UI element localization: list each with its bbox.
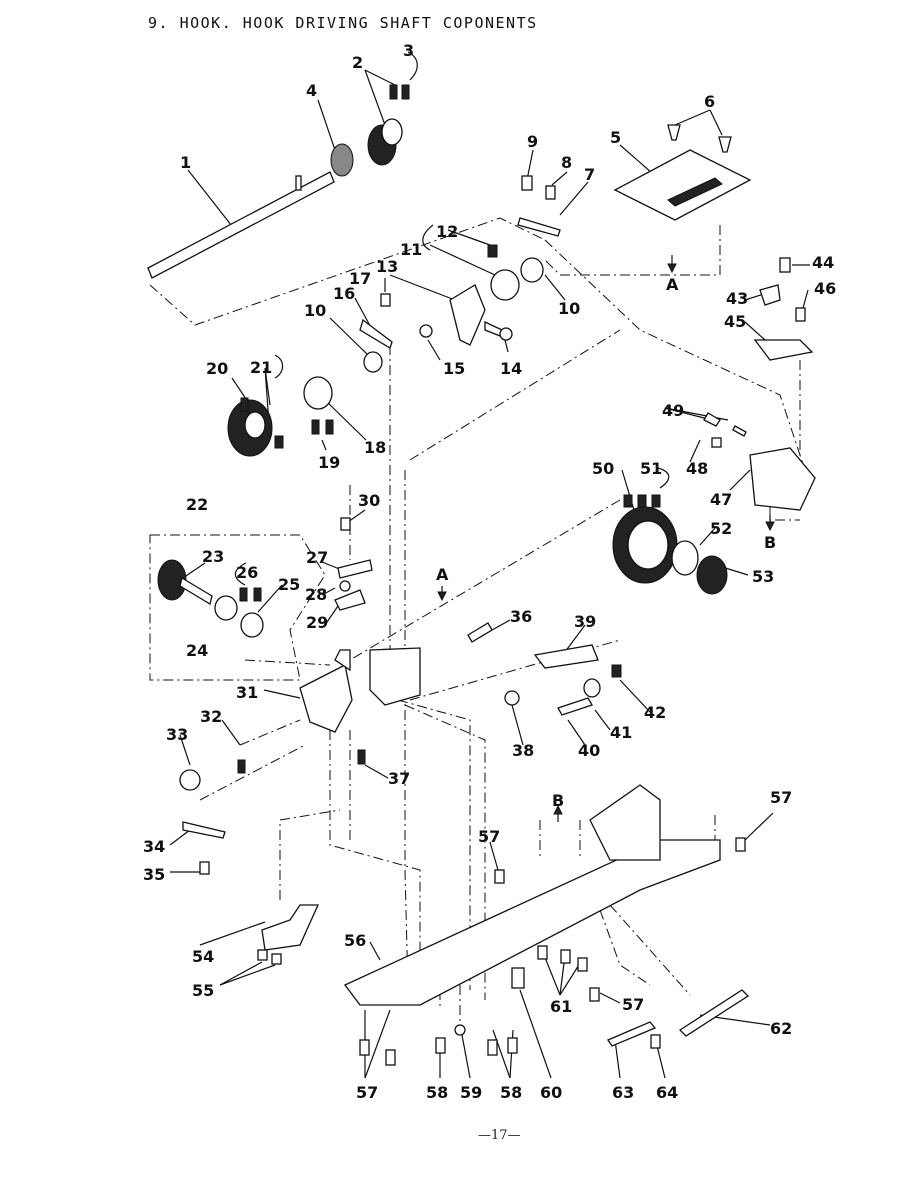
callout: 30	[358, 491, 380, 510]
callout: 57	[770, 788, 792, 807]
callout: 53	[752, 567, 774, 586]
callout: 51	[640, 459, 662, 478]
callout: 58	[426, 1083, 448, 1102]
callout: 17	[349, 269, 371, 288]
callout: 43	[726, 289, 748, 308]
callout: 35	[143, 865, 165, 884]
ref-b-label: B	[764, 533, 776, 552]
callout: 11	[400, 240, 422, 259]
ref-a-label: A	[666, 275, 679, 294]
callout: 16	[333, 284, 355, 303]
callout: 22	[186, 495, 208, 514]
callout: 64	[656, 1083, 678, 1102]
callout: 4	[306, 81, 317, 100]
callout: 47	[710, 490, 732, 509]
callout: 46	[814, 279, 836, 298]
ref-b-label: B	[552, 791, 564, 810]
callout: 27	[306, 548, 328, 567]
callout: 2	[352, 53, 363, 72]
callout: 31	[236, 683, 258, 702]
callout: 26	[236, 563, 258, 582]
callout: 9	[527, 132, 538, 151]
callout: 15	[443, 359, 465, 378]
callout: 32	[200, 707, 222, 726]
callout: 49	[662, 401, 684, 420]
callout: 63	[612, 1083, 634, 1102]
callout: 59	[460, 1083, 482, 1102]
callout: 38	[512, 741, 534, 760]
callout: 60	[540, 1083, 562, 1102]
callout: 19	[318, 453, 340, 472]
callout: 29	[306, 613, 328, 632]
callout: 1	[180, 153, 191, 172]
callout: 58	[500, 1083, 522, 1102]
ref-a-label: A	[436, 565, 449, 584]
callout: 50	[592, 459, 614, 478]
callout: 12	[436, 222, 458, 241]
callout: 28	[305, 585, 327, 604]
parts	[147, 84, 816, 1066]
callout: 57	[478, 827, 500, 846]
callout: 40	[578, 741, 600, 760]
callout: 33	[166, 725, 188, 744]
callout: 13	[376, 257, 398, 276]
callout: 45	[724, 312, 746, 331]
callout: 57	[356, 1083, 378, 1102]
reference-arrows: A B A B	[436, 255, 776, 822]
page-number: —17—	[478, 1128, 521, 1143]
callout: 44	[812, 253, 834, 272]
callout: 10	[558, 299, 580, 318]
callout: 61	[550, 997, 572, 1016]
callout: 52	[710, 519, 732, 538]
callout: 8	[561, 153, 572, 172]
callout-labels: 1 2 3 4 5 6 7 8 9 10 11 12 13 14 15 16 1…	[143, 41, 836, 1102]
callout: 55	[192, 981, 214, 1000]
callout: 57	[622, 995, 644, 1014]
callout: 41	[610, 723, 632, 742]
callout: 23	[202, 547, 224, 566]
callout: 42	[644, 703, 666, 722]
callout: 25	[278, 575, 300, 594]
callout: 36	[510, 607, 532, 626]
callout: 18	[364, 438, 386, 457]
callout: 10	[304, 301, 326, 320]
callout: 24	[186, 641, 208, 660]
callout: 14	[500, 359, 522, 378]
page-title: 9. HOOK. HOOK DRIVING SHAFT COPONENTS	[148, 14, 538, 32]
callout: 62	[770, 1019, 792, 1038]
callout: 37	[388, 769, 410, 788]
callout: 3	[403, 41, 414, 60]
callout: 21	[250, 358, 272, 377]
callout: 20	[206, 359, 228, 378]
callout: 6	[704, 92, 715, 111]
callout: 48	[686, 459, 708, 478]
callout: 34	[143, 837, 165, 856]
callout: 54	[192, 947, 214, 966]
callout: 39	[574, 612, 596, 631]
callout: 56	[344, 931, 366, 950]
callout: 5	[610, 128, 621, 147]
assembly-lines	[149, 217, 806, 1025]
callout: 7	[584, 165, 595, 184]
